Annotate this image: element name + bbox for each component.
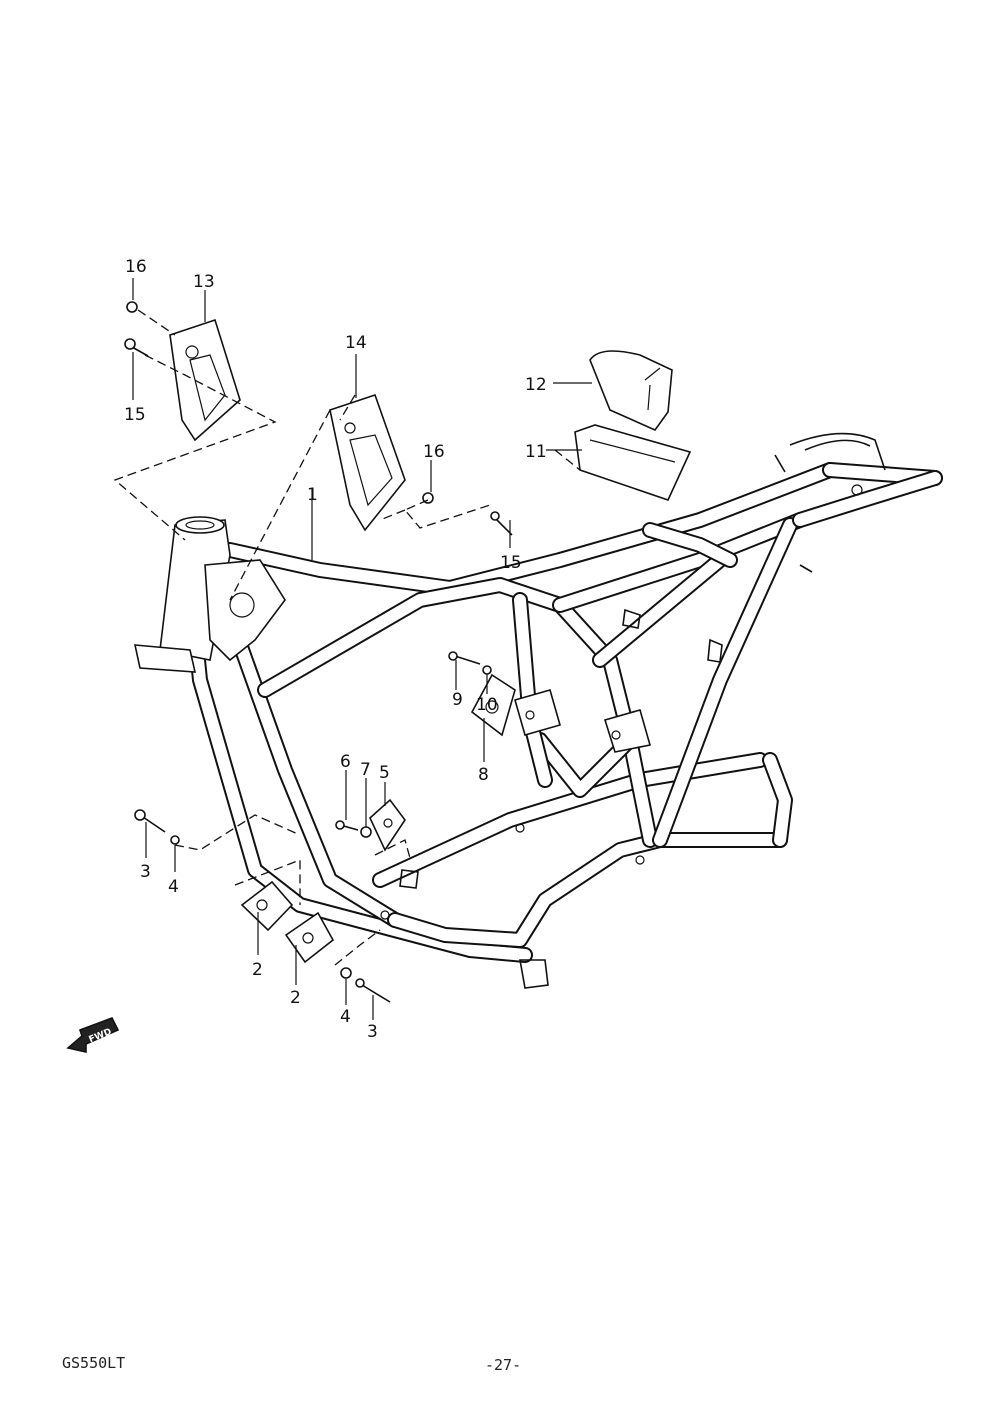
callout-13: 13 bbox=[193, 272, 215, 292]
callout-4: 4 bbox=[340, 1007, 351, 1027]
callout-12: 12 bbox=[525, 375, 547, 395]
callout-15: 15 bbox=[500, 553, 522, 573]
callout-1: 1 bbox=[307, 485, 318, 505]
part-5-bracket bbox=[369, 798, 406, 852]
leader-lines bbox=[132, 278, 592, 1020]
part-2a-bracket bbox=[240, 880, 294, 932]
callout-10: 10 bbox=[476, 695, 498, 715]
callout-14: 14 bbox=[345, 333, 367, 353]
page-number: -27- bbox=[485, 1356, 521, 1374]
assembly-dash-lines bbox=[113, 309, 581, 966]
callout-4: 4 bbox=[168, 877, 179, 897]
part-8-bracket bbox=[470, 673, 516, 737]
part-13-cover bbox=[169, 318, 241, 442]
callout-3: 3 bbox=[367, 1022, 378, 1042]
callout-8: 8 bbox=[478, 765, 489, 785]
callout-16: 16 bbox=[125, 257, 147, 277]
callout-15: 15 bbox=[124, 405, 146, 425]
callout-2: 2 bbox=[252, 960, 263, 980]
model-code: GS550LT bbox=[62, 1354, 125, 1372]
callout-6: 6 bbox=[340, 752, 351, 772]
callout-5: 5 bbox=[379, 763, 390, 783]
callout-3: 3 bbox=[140, 862, 151, 882]
motorcycle-frame bbox=[133, 432, 943, 989]
callout-16: 16 bbox=[423, 442, 445, 462]
callout-11: 11 bbox=[525, 442, 547, 462]
part-11-tray bbox=[574, 424, 692, 501]
fasteners bbox=[124, 301, 513, 1003]
fwd-arrow-icon: FWD bbox=[66, 1016, 120, 1053]
callout-9: 9 bbox=[452, 690, 463, 710]
callout-7: 7 bbox=[360, 760, 371, 780]
part-12-cover bbox=[589, 350, 673, 431]
part-2b-bracket bbox=[284, 911, 335, 964]
part-14-cover bbox=[329, 393, 406, 532]
callout-2: 2 bbox=[290, 988, 301, 1008]
callout-labels: 16 13 15 14 16 15 12 11 1 9 10 8 6 7 5 3… bbox=[124, 257, 547, 1042]
